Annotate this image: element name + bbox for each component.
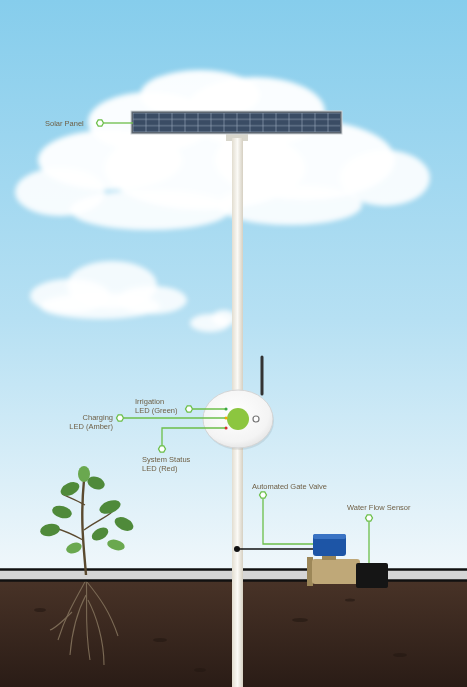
root: [88, 600, 104, 665]
part-label: Charging LED (Amber): [68, 413, 113, 432]
cloud: [70, 190, 230, 230]
leader-marker: [186, 406, 193, 412]
leaf: [39, 522, 61, 537]
leaf: [98, 498, 123, 517]
root: [50, 612, 72, 630]
leader-line: [368, 522, 369, 564]
leaf: [51, 504, 73, 521]
leaf: [112, 514, 135, 533]
leaf: [65, 541, 83, 556]
branch: [84, 512, 112, 530]
button: [253, 416, 259, 422]
leader-markers: [97, 120, 373, 521]
cable: [237, 548, 313, 550]
part-label: Irrigation LED (Green): [135, 397, 179, 416]
clod: [393, 653, 407, 657]
plant: [39, 466, 135, 575]
soil-texture: [34, 599, 407, 673]
controller-device: [203, 390, 273, 448]
root: [70, 595, 86, 655]
root: [58, 580, 86, 640]
leader-line: [162, 428, 225, 446]
clod: [194, 668, 206, 672]
logo-badge: [227, 408, 249, 430]
leader-lines: [104, 123, 370, 563]
root: [87, 582, 118, 636]
leaf: [58, 479, 81, 498]
clouds: [15, 70, 430, 332]
actuator-top: [313, 534, 346, 539]
valve-body: [312, 559, 360, 584]
leader-marker: [159, 446, 166, 452]
leader-line: [193, 408, 226, 409]
clod: [345, 599, 355, 602]
leaf: [106, 538, 126, 552]
part-label: System Status LED (Red): [142, 455, 194, 474]
clod: [34, 608, 46, 612]
valve-actuator: [313, 534, 346, 556]
leaf: [78, 466, 90, 482]
cloud: [40, 293, 160, 319]
leaf: [89, 525, 110, 544]
clod: [153, 638, 167, 642]
root: [86, 575, 90, 660]
leader-line: [263, 499, 313, 545]
antenna: [261, 357, 264, 394]
leader-line: [124, 417, 226, 418]
part-label: Water Flow Sensor: [347, 503, 447, 512]
part-label: Automated Gate Valve: [252, 482, 352, 491]
leader-marker: [260, 492, 267, 498]
solar-cells: [133, 113, 340, 132]
solar-panel-frame: [131, 111, 342, 134]
leader-line: [104, 122, 134, 123]
roots: [50, 575, 118, 665]
part-label: Solar Panel: [45, 119, 105, 128]
flow-sensor: [356, 563, 388, 588]
leader-marker: [366, 515, 373, 521]
clod: [292, 618, 308, 622]
leader-marker: [97, 120, 104, 126]
stem: [82, 480, 86, 575]
leader-marker: [117, 415, 124, 421]
